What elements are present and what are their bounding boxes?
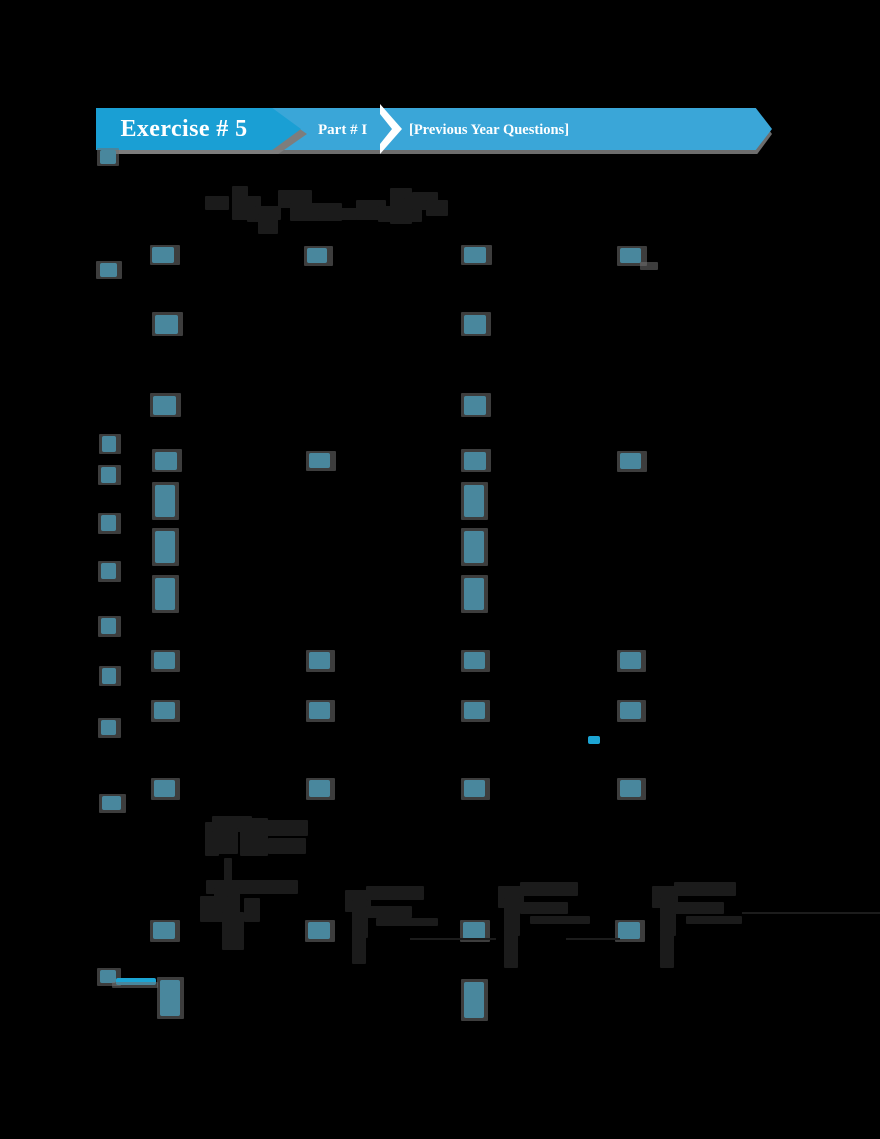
dark-glyph-fragment [366,886,424,900]
dark-glyph-fragment [530,916,590,924]
ink-halo-fragment [98,513,121,534]
ink-halo-fragment [617,246,647,266]
exercise-header-banner: Exercise # 5 Part # I [Previous Year Que… [96,104,772,154]
banner-subtitle: [Previous Year Questions] [409,122,570,138]
ink-halo-fragment [98,561,121,582]
dark-glyph-fragment [352,900,368,938]
dark-glyph-fragment [504,898,520,936]
dark-glyph-fragment [216,828,238,854]
ink-halo-fragment [461,575,488,613]
part-label: Part # I [318,122,368,138]
ink-halo-fragment [152,528,179,566]
ink-halo-fragment [152,449,182,472]
ink-halo-fragment [151,700,180,722]
dark-glyph-fragment [426,200,448,216]
dark-glyph-fragment [674,882,736,896]
dark-glyph-fragment [660,930,674,968]
ink-halo-fragment [640,262,658,270]
dark-glyph-fragment [224,858,232,884]
ink-halo-fragment [152,482,179,520]
ink-halo-fragment [97,968,121,986]
ink-fragment [116,978,156,985]
ink-halo-fragment [461,482,488,520]
ink-halo-fragment [617,650,646,672]
dark-glyph-fragment [674,902,724,914]
ink-halo-fragment [617,451,647,472]
ink-halo-fragment [96,261,122,279]
dark-glyph-fragment [205,196,229,210]
ink-halo-fragment [152,575,179,613]
ink-halo-fragment [461,650,490,672]
dark-glyph-fragment [232,186,248,220]
exercise-title: Exercise # 5 [120,116,248,142]
horizontal-rule [566,938,620,940]
dark-glyph-fragment [520,882,578,896]
ink-halo-fragment [97,148,119,166]
ink-halo-fragment [150,245,180,265]
ink-halo-fragment [98,465,121,485]
ink-halo-fragment [461,778,490,800]
dark-glyph-fragment [222,912,244,950]
ink-halo-fragment [151,650,180,672]
dark-glyph-fragment [660,898,676,936]
ink-halo-fragment [99,794,126,813]
ink-halo-fragment [99,666,121,686]
ink-halo-fragment [615,920,645,942]
ink-halo-fragment [99,434,121,454]
ink-halo-fragment [98,718,121,738]
ink-halo-fragment [150,920,180,942]
ink-halo-fragment [461,312,491,336]
exercise-tab [96,108,301,150]
ink-halo-fragment [461,979,488,1021]
ink-halo-fragment [152,312,183,336]
dark-glyph-fragment [504,930,518,968]
ink-halo-fragment [461,245,492,265]
dark-glyph-fragment [686,916,742,924]
ink-halo-fragment [461,700,490,722]
horizontal-rule [410,938,496,940]
ink-fragment [588,736,600,744]
ink-halo-fragment [157,977,184,1019]
ink-halo-fragment [98,616,121,637]
ink-halo-fragment [150,393,181,417]
dark-glyph-fragment [258,214,278,234]
ink-halo-fragment [617,700,646,722]
ink-halo-fragment [460,920,490,942]
dark-glyph-fragment [352,930,366,964]
ink-halo-fragment [461,528,488,566]
dark-glyph-fragment [240,818,268,856]
ink-halo-fragment [304,246,333,266]
ink-halo-fragment [306,700,335,722]
dark-glyph-fragment [366,906,412,918]
ink-halo-fragment [305,920,335,942]
chevron-right-icon [378,102,404,156]
ink-halo-fragment [461,449,491,472]
horizontal-rule [742,912,880,914]
ink-halo-fragment [306,778,335,800]
dark-glyph-fragment [520,902,568,914]
dark-glyph-fragment [376,918,438,926]
dark-glyph-fragment [264,820,308,836]
ink-halo-fragment [306,451,336,471]
ink-halo-fragment [306,650,335,672]
dark-glyph-fragment [268,838,306,854]
dark-glyph-fragment [244,898,260,922]
ink-halo-fragment [112,982,158,988]
ink-halo-fragment [461,393,491,417]
ink-halo-fragment [617,778,646,800]
ink-halo-fragment [151,778,180,800]
